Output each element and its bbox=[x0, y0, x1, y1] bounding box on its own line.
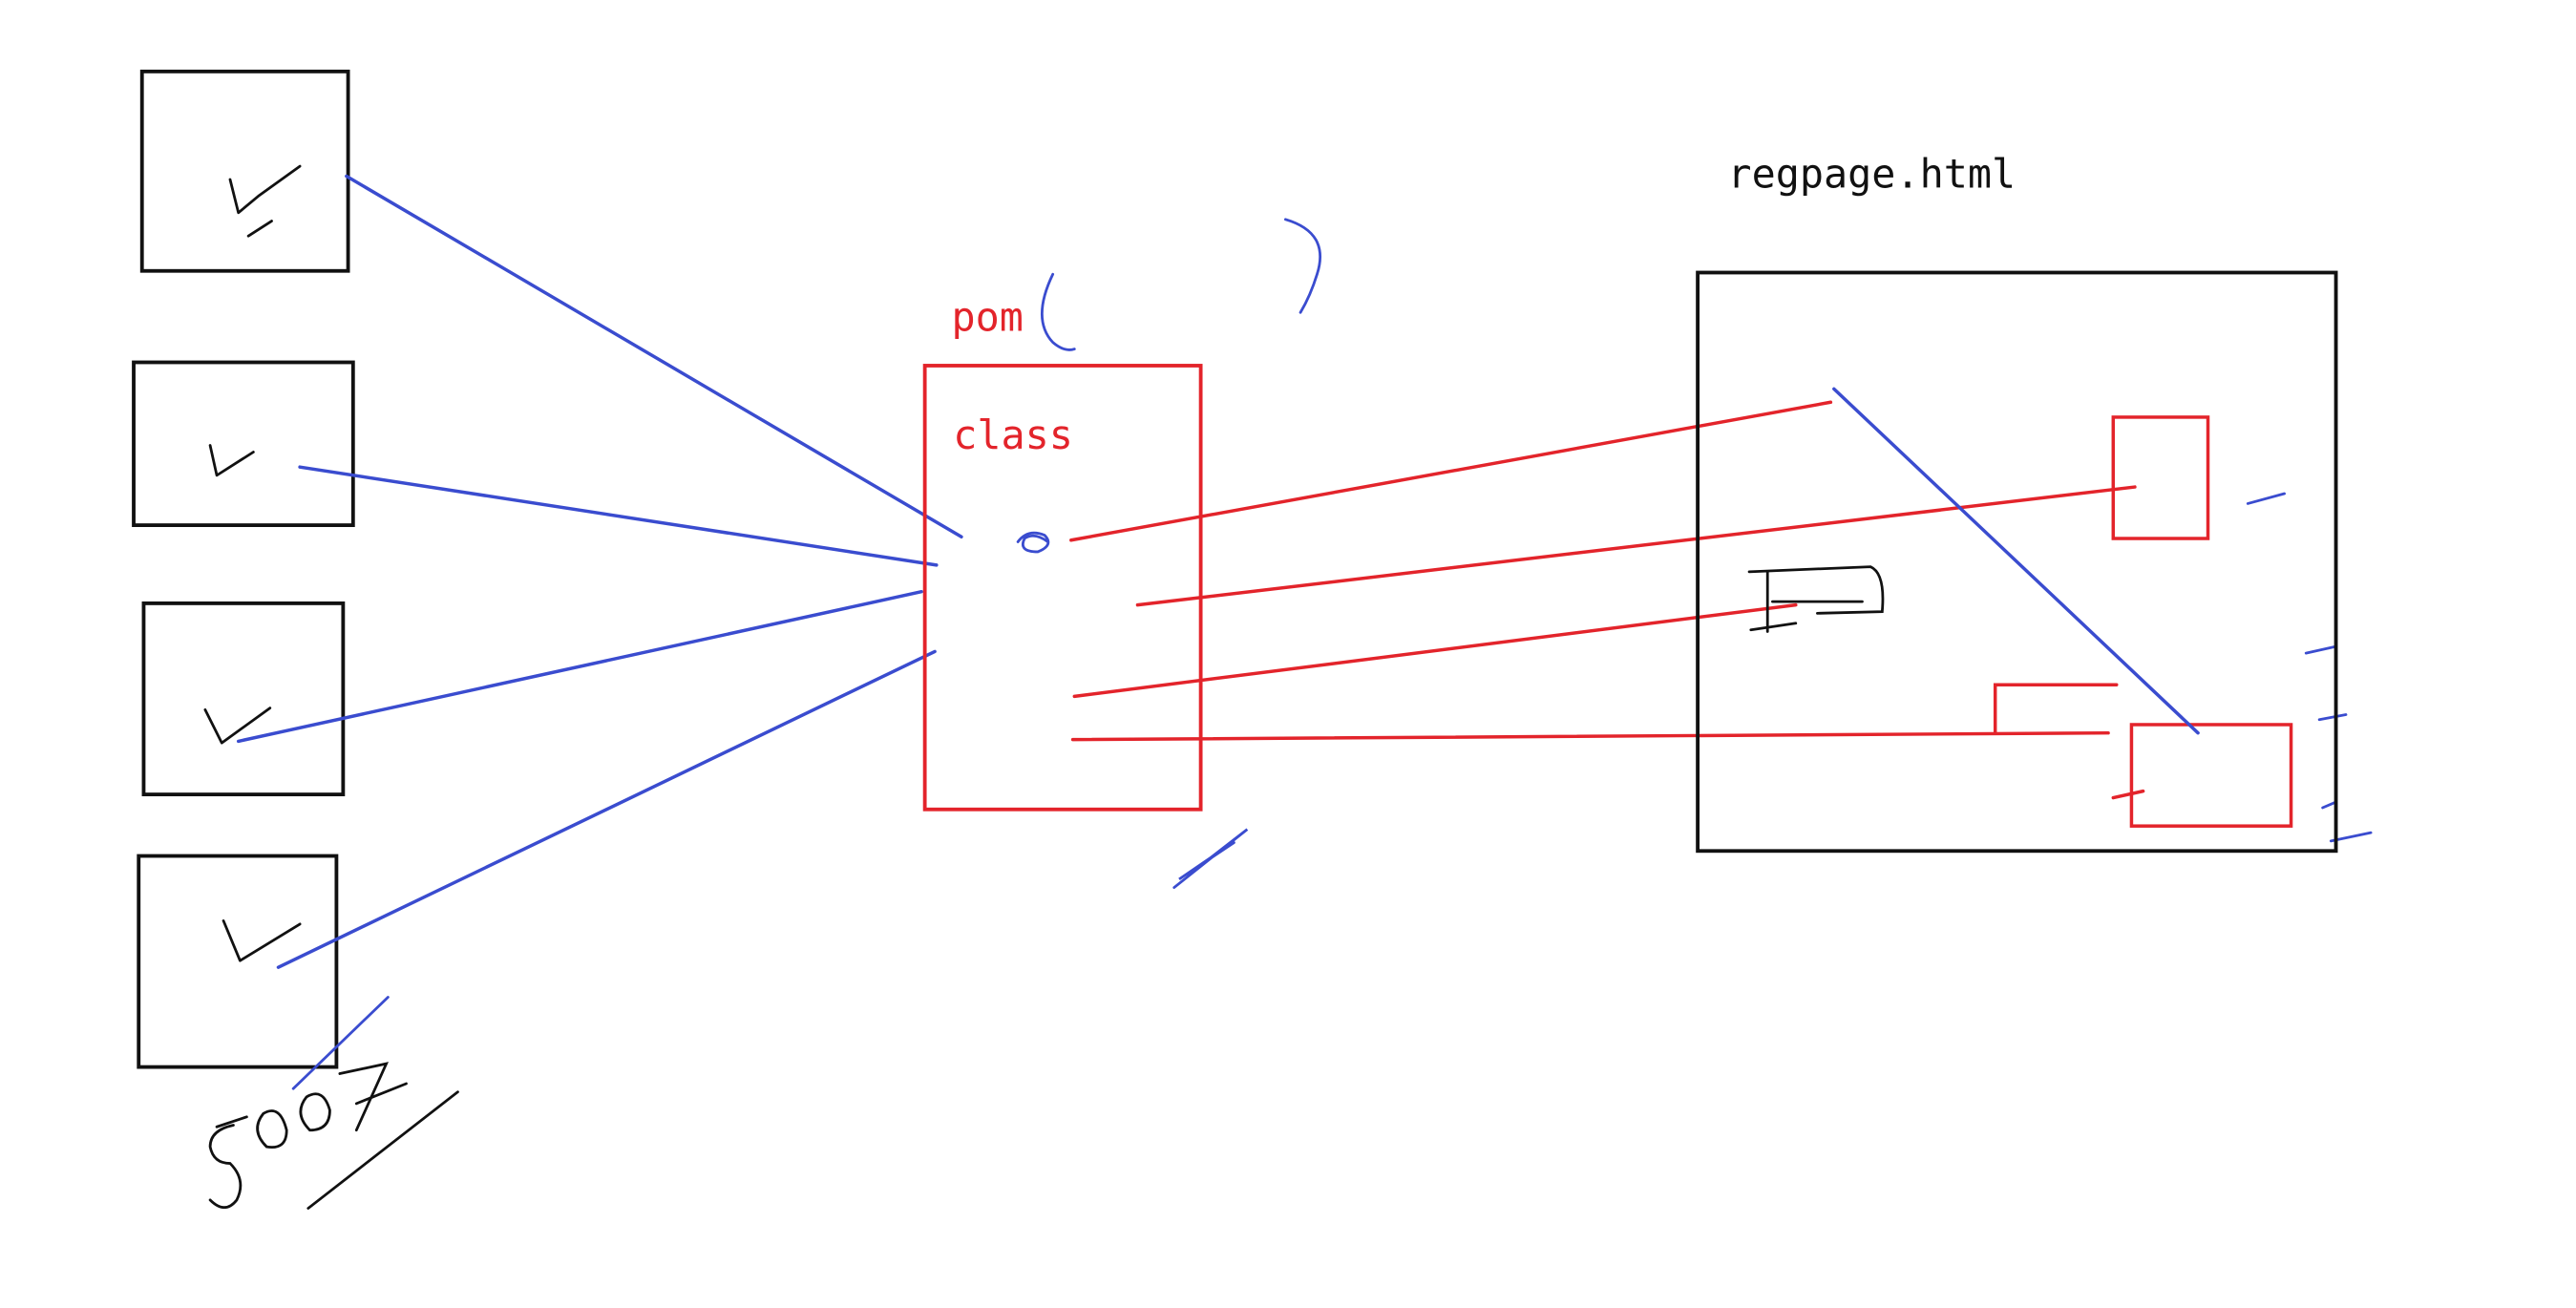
connector-box2-class bbox=[298, 465, 939, 567]
check-mark-icon bbox=[208, 444, 255, 477]
connector-box1-class bbox=[345, 174, 963, 539]
connector-stub bbox=[2111, 789, 2145, 800]
test-box-4 bbox=[137, 854, 339, 1069]
handwritten-0-b bbox=[299, 1092, 331, 1132]
handwritten-0-a bbox=[256, 1109, 288, 1150]
regpage-box bbox=[1696, 270, 2338, 854]
handwritten-7-bar bbox=[354, 1082, 408, 1106]
connector-class-page-3 bbox=[1072, 602, 1798, 699]
pom-label: pom bbox=[951, 293, 1023, 340]
page-file-label: regpage.html bbox=[1727, 151, 2016, 198]
open-paren-mark bbox=[1041, 272, 1076, 351]
red-connectors bbox=[1069, 400, 2145, 800]
handwritten-note bbox=[208, 1062, 459, 1210]
class-label: class bbox=[953, 411, 1073, 458]
connector-class-page-1 bbox=[1069, 400, 1833, 542]
handwritten-5-top bbox=[215, 1115, 248, 1129]
pom-class-box bbox=[922, 364, 1203, 812]
close-paren-mark bbox=[1283, 218, 1321, 314]
connector-step bbox=[1993, 683, 2119, 735]
blue-slash-mark bbox=[291, 996, 390, 1090]
blue-page-diagonal bbox=[1832, 387, 2200, 735]
connector-box3-class bbox=[236, 589, 923, 744]
blue-connectors bbox=[236, 174, 963, 969]
connector-class-page-4 bbox=[1070, 730, 2110, 742]
handwritten-7 bbox=[338, 1062, 390, 1132]
page-element-box-bottom bbox=[2129, 723, 2293, 828]
dot-scribble bbox=[1016, 531, 1050, 554]
test-boxes bbox=[132, 69, 355, 1069]
text-cursor-base bbox=[1749, 622, 1798, 632]
test-box-2 bbox=[132, 360, 355, 528]
connector-class-page-2 bbox=[1135, 485, 2137, 607]
test-box-1 bbox=[139, 69, 350, 273]
connector-box4-class bbox=[276, 649, 937, 969]
side-tick-2 bbox=[2304, 644, 2337, 655]
blue-annotations bbox=[291, 218, 2373, 1090]
check-mark-icon bbox=[203, 707, 272, 745]
input-field-icon bbox=[1747, 565, 1885, 615]
page-element-box-top bbox=[2111, 415, 2210, 540]
side-tick-4 bbox=[2321, 801, 2336, 810]
side-tick-1 bbox=[2246, 492, 2286, 505]
side-tick-3 bbox=[2317, 713, 2348, 722]
handwritten-5 bbox=[208, 1124, 243, 1210]
test-box-3 bbox=[141, 601, 346, 797]
check-marks bbox=[203, 164, 302, 962]
arrow-scribble bbox=[1172, 828, 1249, 889]
check-mark-icon bbox=[246, 220, 273, 238]
handwritten-underline bbox=[306, 1090, 459, 1210]
input-field-sketch bbox=[1747, 565, 1885, 633]
check-mark-icon bbox=[228, 164, 302, 215]
check-mark-icon bbox=[222, 919, 302, 962]
